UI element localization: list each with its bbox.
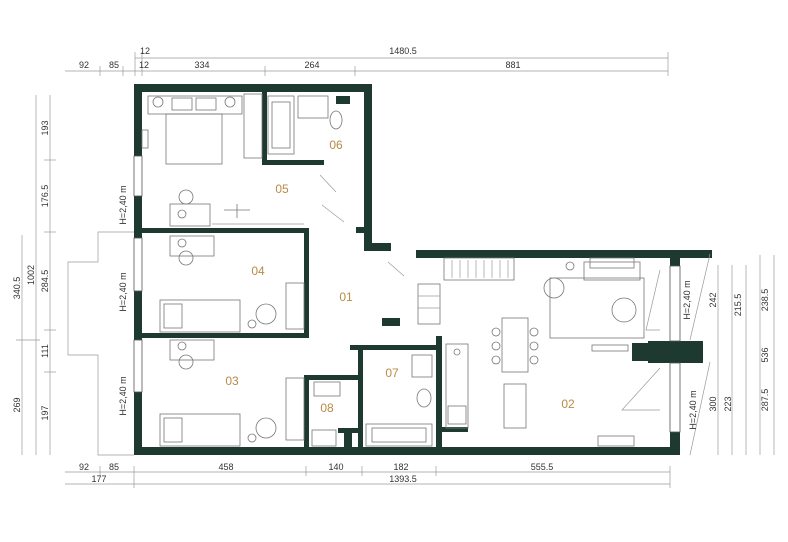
walls <box>134 84 712 455</box>
dim-top-seg-2: 85 <box>109 60 119 70</box>
ceiling-height-label-05: H=2,40 m <box>118 185 128 224</box>
dim-bottom-seg-3: 458 <box>218 462 233 472</box>
dim-right-1: 242 <box>708 292 718 307</box>
dim-right-5: 223 <box>723 396 733 411</box>
ceiling-height-label-03: H=2,40 m <box>118 376 128 415</box>
room-label-06: 06 <box>329 138 343 152</box>
dim-bottom-seg-1: 92 <box>79 462 89 472</box>
furniture <box>141 93 645 447</box>
dim-right-4: 300 <box>708 396 718 411</box>
dim-wall-offset: 12 <box>140 46 150 56</box>
dim-bottom-left-total: 177 <box>91 474 106 484</box>
dim-overall-width: 1480.5 <box>389 46 417 56</box>
dim-left-outer-2: 269 <box>12 397 22 412</box>
room-label-05: 05 <box>275 182 289 196</box>
dim-top-seg-1: 92 <box>79 60 89 70</box>
ceiling-height-label-02b: H=2,40 m <box>688 390 698 429</box>
room-label-08: 08 <box>320 401 334 415</box>
dim-bottom-seg-6: 555.5 <box>531 462 554 472</box>
room-label-02: 02 <box>561 397 575 411</box>
dim-top-seg-6: 881 <box>505 60 520 70</box>
dim-left-overall: 1002 <box>26 265 36 285</box>
dim-left-inner-1: 193 <box>40 120 50 135</box>
dim-bottom-seg-5: 182 <box>393 462 408 472</box>
room-label-01: 01 <box>339 290 353 304</box>
dim-left-inner-5: 197 <box>40 405 50 420</box>
dim-bottom-seg-2: 85 <box>109 462 119 472</box>
dim-bottom-seg-4: 140 <box>328 462 343 472</box>
dim-top-seg-5: 264 <box>304 60 319 70</box>
dim-top-seg-4: 334 <box>194 60 209 70</box>
dim-left-inner-3: 284.5 <box>40 270 50 293</box>
dimension-lines <box>16 52 775 488</box>
dim-right-overall: 536 <box>760 347 770 362</box>
ceiling-height-label-02a: H=2,40 m <box>682 280 692 319</box>
balcony-outline <box>67 231 134 456</box>
room-label-07: 07 <box>385 366 399 380</box>
dim-left-inner-4: 111 <box>40 344 50 358</box>
dim-left-outer-1: 340.5 <box>12 277 22 300</box>
dim-right-3: 238.5 <box>760 289 770 312</box>
room-label-04: 04 <box>251 264 265 278</box>
ceiling-height-label-04: H=2,40 m <box>118 272 128 311</box>
dim-left-inner-2: 176.5 <box>40 185 50 208</box>
dim-top-seg-3: 12 <box>139 60 149 70</box>
dim-bottom-overall: 1393.5 <box>389 474 417 484</box>
dim-right-6: 287.5 <box>760 389 770 412</box>
room-label-03: 03 <box>225 374 239 388</box>
windows <box>133 155 711 456</box>
dim-right-2: 215.5 <box>733 294 743 317</box>
